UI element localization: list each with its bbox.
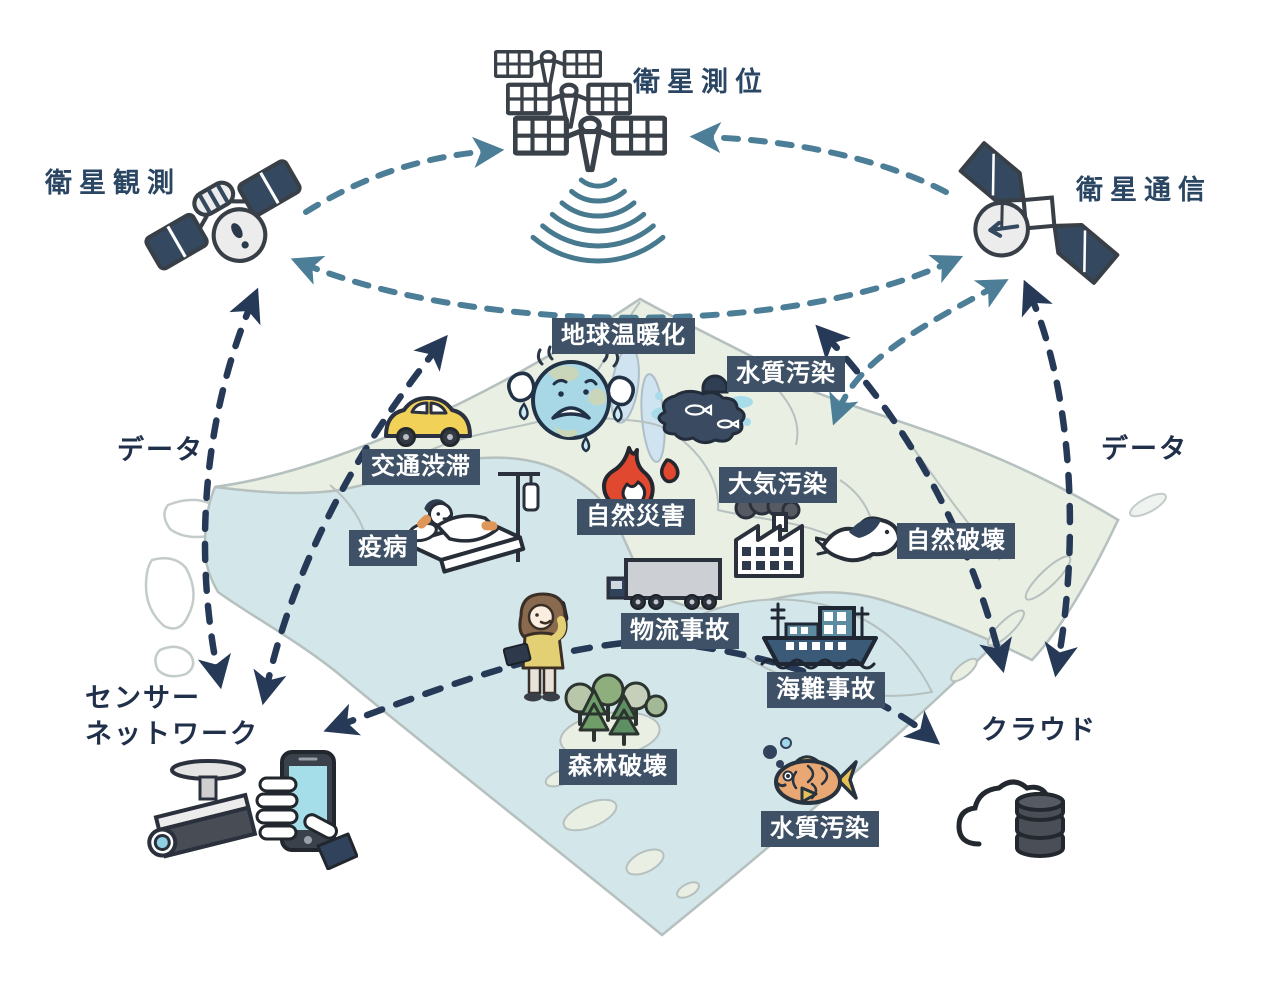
label-sensor-network-line1: センサー: [85, 683, 201, 714]
arrow-cloud-positioning-data: [815, 324, 1012, 674]
title-satellite-positioning: 衛星測位: [633, 67, 769, 98]
tag-water-pollution-bottom: 水質汚染: [761, 811, 879, 847]
title-satellite-observation: 衛星観測: [45, 168, 181, 199]
observation-satellite-icon: [140, 150, 305, 282]
factory-icon: [728, 492, 824, 580]
car-icon: [382, 394, 474, 450]
trees-icon: [558, 668, 670, 748]
cloud-database-icon: [955, 768, 1073, 866]
crying-earth-icon: [498, 342, 644, 454]
tag-logistics-accident: 物流事故: [621, 613, 739, 649]
cctv-camera-icon: [146, 758, 264, 860]
tag-water-pollution-top: 水質汚染: [727, 356, 845, 392]
arrow-communication-to-positioning: [689, 121, 949, 195]
gps-satellite-icon: [506, 78, 632, 132]
tag-deforestation: 森林破壊: [559, 749, 677, 785]
tag-nature-destruction: 自然破壊: [897, 523, 1015, 559]
outlying-island-right: [1129, 492, 1167, 518]
tag-global-warming: 地球温暖化: [552, 318, 695, 354]
communication-satellite-icon: [948, 126, 1130, 300]
arrow-observation-to-positioning: [303, 136, 505, 215]
tag-air-pollution: 大気汚染: [719, 467, 837, 503]
gps-satellite-icon: [513, 110, 667, 176]
label-data-right: データ: [1101, 434, 1188, 465]
tag-marine-accident: 海難事故: [767, 672, 885, 708]
title-satellite-communication: 衛星通信: [1076, 175, 1212, 206]
ship-icon: [760, 596, 880, 678]
tag-epidemic: 疫病: [349, 530, 417, 566]
woman-with-phone-icon: [503, 590, 585, 705]
arrow-satellite-to-ground-signal: [829, 279, 1009, 426]
tag-natural-disaster: 自然災害: [577, 499, 695, 535]
radio-waves-icon: [518, 174, 678, 274]
arrow-cloud-communication-data: [1021, 279, 1078, 678]
gps-satellite-icon: [494, 46, 602, 92]
arrow-sensor-observation-data: [197, 287, 261, 690]
label-sensor-network: センサー ネットワーク: [85, 681, 259, 754]
label-cloud: クラウド: [981, 715, 1097, 746]
arrow-sensor-positioning-data: [253, 334, 448, 706]
label-sensor-network-line2: ネットワーク: [85, 719, 259, 751]
dove-icon: [815, 512, 907, 574]
fish-icon: [750, 736, 858, 808]
oil-spill-icon: [645, 364, 757, 448]
sick-person-bed-icon: [398, 470, 550, 588]
tag-traffic-jam: 交通渋滞: [362, 449, 480, 485]
truck-icon: [606, 556, 724, 614]
label-data-left: データ: [117, 435, 204, 466]
hand-smartphone-icon: [252, 750, 358, 870]
